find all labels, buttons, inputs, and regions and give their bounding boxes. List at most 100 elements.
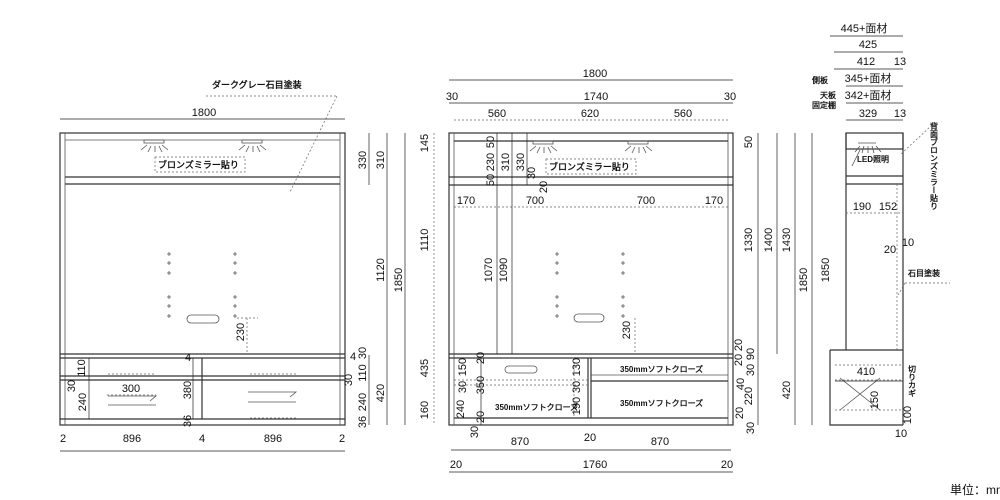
- front-view-dimension-label: 36: [182, 415, 194, 427]
- inner-view-dimension-label: 20: [733, 339, 745, 351]
- side-view-dimension-label: 1850: [820, 258, 832, 282]
- inner-view-dimension-label: 20: [734, 407, 746, 419]
- front-view-dimension-label: 4: [350, 351, 356, 363]
- inner-view-dimension-label: 230: [485, 153, 497, 171]
- inner-view-dimension-label: 435: [419, 359, 431, 377]
- side-view-dimension-label: 13: [894, 108, 906, 120]
- mirror-label-box: [154, 156, 246, 173]
- front-view-dimension-label: 380: [182, 381, 194, 399]
- inner-view-dimension-label: 310: [500, 153, 512, 171]
- front-view-dimension-label: 30: [357, 347, 369, 359]
- inner-view-dimension-label: 30: [724, 91, 736, 103]
- front-view-dimension-label: 310: [375, 151, 387, 169]
- inner-view-dimension-label: 1800: [583, 68, 607, 80]
- cable-hole: [504, 365, 538, 374]
- inner-view-dimension-label: 20: [733, 354, 745, 366]
- inner-view-dimension-label: 1330: [743, 228, 755, 252]
- mirror-note-front: ブロンズミラー貼り: [158, 159, 239, 170]
- led-light-icon: [140, 139, 169, 153]
- unit-label: 単位：mm: [950, 482, 1000, 497]
- inner-view-dimension-label: 330: [515, 153, 527, 171]
- mount-holes: [167, 252, 237, 318]
- cable-hole: [573, 313, 605, 323]
- inner-view-dimension-label: 1740: [584, 91, 608, 103]
- side-panel-label: 側板: [811, 75, 829, 85]
- side-view-dimension-label: 152: [879, 201, 897, 213]
- inner-view-dimension-label: 20: [721, 459, 733, 471]
- soft-close-note: 350mmソフトクローズ: [495, 402, 578, 412]
- front-view-dimension-label: 110: [357, 364, 369, 382]
- front-view-dimension-label: 1850: [393, 268, 405, 292]
- inner-view-dimension-label: 30: [446, 91, 458, 103]
- inner-view-dimension-label: 230: [621, 321, 633, 339]
- soft-close-note: 350mmソフトクローズ: [620, 398, 703, 408]
- inner-view-dimension-label: 30: [745, 422, 757, 434]
- inner-view-dimension-label: 420: [781, 381, 793, 399]
- front-view-dimension-label: 36: [357, 416, 369, 428]
- front-view-dimension-label: 2: [60, 433, 66, 445]
- front-view-dimension-label: 4: [185, 352, 191, 364]
- inner-view-dimension-label: 190: [571, 397, 583, 415]
- inner-view-dimension-label: 130: [571, 358, 583, 376]
- mirror-label-box: [545, 158, 637, 175]
- front-view-dimension-label: 896: [123, 433, 141, 445]
- inner-view-dimension-label: 50: [485, 136, 497, 148]
- top-panel-label: 天板: [820, 90, 837, 100]
- front-view-dimension-label: 240: [357, 393, 369, 411]
- front-view-dimension-label: 1800: [192, 107, 216, 119]
- led-note: LED照明: [857, 155, 889, 164]
- front-view-dimension-label: 330: [357, 151, 369, 169]
- inner-view-dimension-label: 20: [475, 411, 487, 423]
- inner-view-dimension-label: 240: [455, 400, 467, 418]
- front-view-dimension-label: 240: [77, 393, 89, 411]
- inner-view-dimension-label: 30: [457, 381, 469, 393]
- led-light-icon: [238, 139, 267, 153]
- side-view-dimension-label: 13: [894, 56, 906, 68]
- cable-hole: [186, 314, 220, 324]
- inner-view-dimension-label: 160: [419, 401, 431, 419]
- inner-view-dimension-label: 20: [538, 181, 550, 193]
- paint-note: ダークグレー石目塗装: [212, 79, 303, 90]
- side-view-dimension-label: 150: [869, 391, 881, 409]
- inner-view-dimension-label: 20: [450, 459, 462, 471]
- side-view-dimension-label: 190: [853, 201, 871, 213]
- inner-view-dimension-label: 870: [651, 436, 669, 448]
- back-mirror-note: 背面ブロンズミラー貼り: [930, 121, 939, 210]
- led-light-icon: [624, 140, 653, 154]
- front-view: [59, 95, 406, 452]
- side-view-dimension-label: 10: [902, 237, 914, 249]
- side-view-dimension-label: 20: [884, 244, 896, 256]
- inner-view-dimension-label: 150: [457, 358, 469, 376]
- inner-view-dimension-label: 1850: [798, 268, 810, 292]
- side-view-dimension-label: 412: [857, 56, 875, 68]
- led-light-icon: [529, 140, 558, 154]
- inner-view-dimension-label: 20: [584, 432, 596, 444]
- inner-view-dimension-label: 170: [705, 195, 723, 207]
- inner-view-dimension-label: 1430: [781, 228, 793, 252]
- inner-view-dimension-label: 1760: [583, 459, 607, 471]
- side-view-dimension-label: 445+面材: [841, 21, 888, 35]
- front-view-dimension-label: 300: [122, 383, 140, 395]
- front-view-dimension-label: 1120: [375, 258, 387, 282]
- fixed-shelf-label: 固定棚: [812, 100, 836, 110]
- side-view-dimension-label: 342+面材: [845, 88, 892, 102]
- inner-view-dimension-label: 350: [475, 376, 487, 394]
- inner-view-dimension-label: 170: [457, 195, 475, 207]
- inner-view-dimension-label: 50: [743, 136, 755, 148]
- inner-view-dimension-label: 700: [526, 195, 544, 207]
- front-view-dimension-label: 896: [264, 433, 282, 445]
- inner-view-dimension-label: 90: [745, 348, 757, 360]
- front-view-dimension-label: 420: [375, 384, 387, 402]
- stone-note: 石目塗装: [907, 268, 940, 278]
- front-view-dimension-label: 4: [199, 433, 205, 445]
- side-view: [829, 35, 950, 426]
- side-view-dimension-label: 329: [859, 108, 877, 120]
- inner-view-dimension-label: 20: [475, 352, 487, 364]
- inner-view-dimension-label: 1090: [498, 258, 510, 282]
- inner-view-dimension-label: 560: [674, 108, 692, 120]
- side-view-dimension-label: 10: [895, 428, 907, 440]
- inner-view-dimension-label: 560: [488, 108, 506, 120]
- inner-view-dimension-label: 1400: [763, 228, 775, 252]
